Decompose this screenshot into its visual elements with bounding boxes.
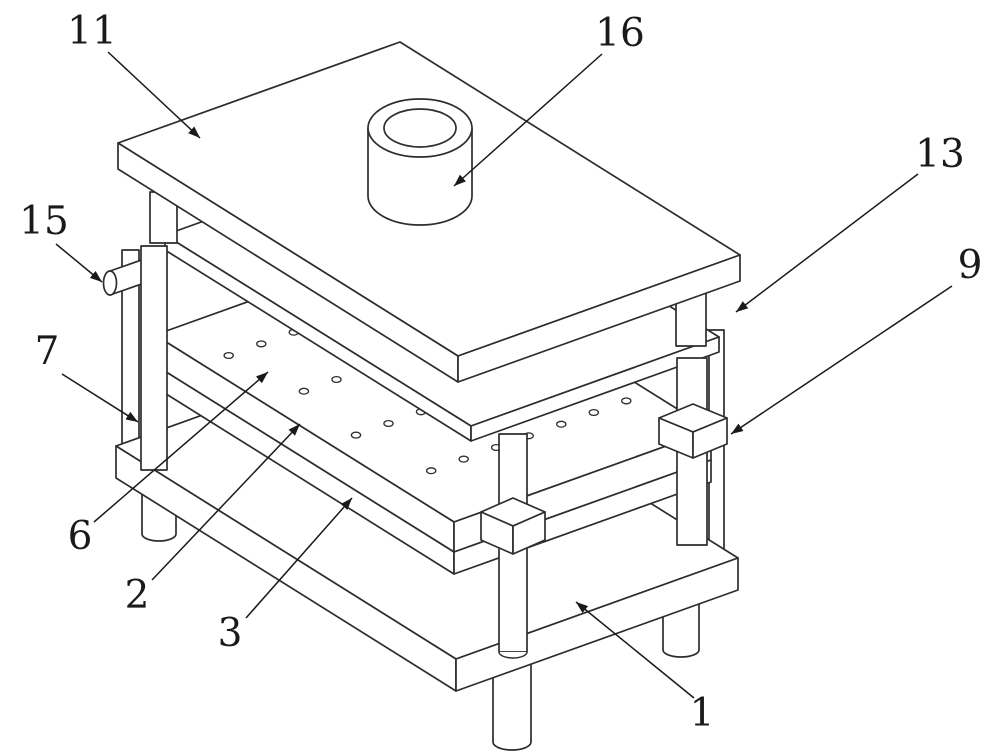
upper-die-plate-right-face bbox=[470, 336, 720, 442]
leader-line-1 bbox=[575, 601, 695, 699]
front-guide-pillar-assembly bbox=[480, 433, 546, 659]
base-plate-right-face bbox=[455, 557, 739, 692]
perforation-hole bbox=[298, 387, 310, 395]
front-clamp-right-face bbox=[512, 511, 546, 555]
right-clamp-right-face bbox=[692, 417, 728, 459]
right-guide-pillar-assembly bbox=[658, 357, 728, 546]
part-label-16: 16 bbox=[595, 11, 645, 56]
leader-line-13 bbox=[735, 173, 919, 313]
perforation-hole bbox=[621, 397, 632, 405]
part-label-1: 1 bbox=[690, 691, 715, 736]
part-label-13: 13 bbox=[915, 132, 965, 177]
support-feet bbox=[141, 477, 700, 751]
locating-ring-bore bbox=[383, 108, 457, 148]
perforation-hole bbox=[556, 420, 567, 428]
leader-line-7 bbox=[61, 373, 139, 423]
top-plate-right-face bbox=[457, 254, 741, 383]
perforation-hole bbox=[383, 419, 394, 428]
part-label-11: 11 bbox=[67, 9, 117, 54]
leader-line-16 bbox=[453, 53, 603, 187]
locating-ring bbox=[367, 98, 473, 226]
part-label-9: 9 bbox=[958, 243, 983, 288]
leader-line-6 bbox=[93, 371, 269, 523]
part-label-6: 6 bbox=[68, 514, 93, 559]
left-spacer-post bbox=[149, 191, 178, 244]
perforation-hole bbox=[425, 467, 437, 475]
perforation-hole bbox=[588, 408, 600, 417]
leader-line-2 bbox=[151, 423, 301, 581]
perforation-hole bbox=[331, 375, 342, 384]
perforation-hole bbox=[223, 351, 234, 360]
part-labels: 11 16 15 13 9 7 62 3 1 bbox=[19, 9, 982, 736]
perforation-hole bbox=[350, 431, 362, 439]
part-label-7: 7 bbox=[35, 329, 60, 374]
part-label-15: 15 bbox=[19, 199, 69, 244]
leader-line-15 bbox=[55, 243, 103, 283]
perforation-hole bbox=[458, 455, 469, 463]
leader-line-3 bbox=[245, 497, 353, 619]
left-guide-pillar bbox=[140, 245, 168, 471]
leader-line-9 bbox=[730, 285, 953, 435]
leader-lines bbox=[55, 51, 953, 699]
perforation-hole bbox=[256, 340, 267, 348]
part-label-3: 3 bbox=[218, 611, 243, 656]
front-foot bbox=[492, 661, 532, 751]
leader-line-11 bbox=[107, 51, 201, 139]
front-pillar-bottom-arc bbox=[498, 651, 528, 659]
part-label-2: 2 bbox=[125, 573, 150, 618]
side-pipe-end-cap bbox=[102, 270, 118, 296]
